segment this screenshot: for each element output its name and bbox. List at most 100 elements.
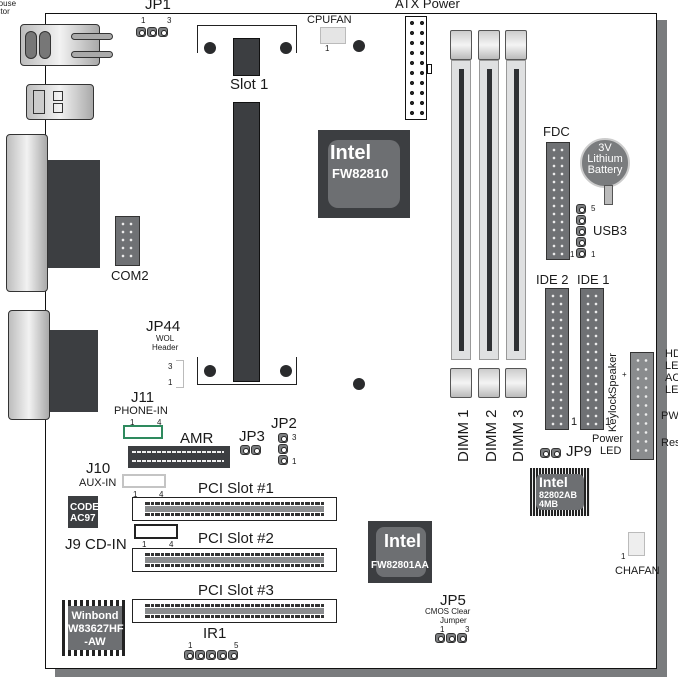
jp44-desc1: WOL bbox=[156, 334, 175, 343]
superio-line3: -AW bbox=[84, 636, 106, 648]
battery-line1: 3V bbox=[598, 142, 612, 154]
front-panel-header[interactable] bbox=[630, 352, 654, 460]
pci-slot-2[interactable] bbox=[132, 548, 337, 572]
jp44-desc2: Header bbox=[152, 343, 179, 352]
ide1-connector[interactable] bbox=[580, 288, 604, 430]
keylock-label: Keylock bbox=[607, 393, 619, 432]
jp2-label: JP2 bbox=[271, 415, 297, 432]
hdd-led-label: HD bbox=[665, 348, 678, 360]
board-shadow-right bbox=[657, 20, 667, 677]
j11-label: J11 bbox=[131, 389, 155, 406]
ir1-pin-first: 1 bbox=[188, 641, 193, 650]
jp2-pin-first: 1 bbox=[292, 457, 297, 466]
jp9-label: JP9 bbox=[566, 443, 592, 460]
jp44-label: JP44 bbox=[146, 318, 181, 335]
dimm3-label: DIMM 3 bbox=[510, 409, 527, 463]
board-shadow-bottom bbox=[55, 669, 667, 677]
pci-slot-1[interactable] bbox=[132, 497, 337, 521]
cpufan-connector[interactable] bbox=[320, 27, 346, 44]
chafan-connector[interactable] bbox=[628, 532, 645, 556]
battery-line3: Battery bbox=[587, 164, 623, 176]
firmware-brand: Intel bbox=[539, 474, 568, 490]
dimm1-latch-top bbox=[450, 30, 472, 60]
fdc-label: FDC bbox=[543, 124, 570, 139]
power-led-label-1: Power bbox=[592, 433, 624, 445]
dimm3-slot[interactable] bbox=[506, 60, 526, 360]
ide2-label: IDE 2 bbox=[536, 272, 569, 287]
ide1-pin-first: 1 bbox=[605, 416, 612, 428]
j10-desc: AUX-IN bbox=[79, 477, 117, 489]
ide2-connector[interactable] bbox=[545, 288, 569, 430]
hdd-led-label-2: LE bbox=[665, 360, 678, 372]
ir1-pin-last: 5 bbox=[234, 641, 239, 650]
cpufan-pin-first: 1 bbox=[325, 44, 330, 53]
ide1-label: IDE 1 bbox=[577, 272, 610, 287]
atx-power-latch bbox=[427, 64, 432, 74]
jp44-pin-first: 1 bbox=[168, 378, 173, 387]
southbridge-brand: Intel bbox=[384, 531, 422, 551]
slot1-frame bbox=[197, 25, 297, 385]
dimm1-label: DIMM 1 bbox=[455, 409, 472, 463]
amr-slot[interactable] bbox=[128, 446, 230, 468]
atx-power-connector[interactable] bbox=[405, 16, 427, 120]
jp5-pin-last: 3 bbox=[465, 625, 470, 634]
mounting-hole bbox=[353, 378, 365, 390]
fdc-connector[interactable] bbox=[546, 142, 570, 260]
serial-parallel-port bbox=[6, 134, 48, 292]
game-audio-port bbox=[8, 310, 50, 420]
cpufan-label: CPUFAN bbox=[307, 14, 352, 26]
dimm2-latch-top bbox=[478, 30, 500, 60]
com2-connector[interactable] bbox=[115, 216, 140, 266]
jp44-header[interactable] bbox=[176, 360, 184, 388]
battery-line2: Lithium bbox=[587, 153, 623, 165]
ps2-port bbox=[20, 24, 113, 66]
cmos-battery: 3V Lithium Battery bbox=[580, 138, 630, 188]
ir1-label: IR1 bbox=[203, 625, 227, 642]
superio-line2: W83627HF bbox=[68, 623, 124, 635]
fdc-pin-first: 1 bbox=[570, 250, 575, 259]
pci-slot-1-label: PCI Slot #1 bbox=[198, 480, 274, 497]
j10-pin-first: 1 bbox=[133, 490, 138, 499]
serial-parallel-port-body bbox=[48, 160, 100, 268]
firmware-model: 82802AB bbox=[539, 490, 578, 500]
usb3-pin-first: 1 bbox=[591, 250, 596, 259]
jp1-label: JP1 bbox=[145, 0, 171, 13]
pci-slot-3[interactable] bbox=[132, 599, 337, 623]
pci-slot-2-label: PCI Slot #2 bbox=[198, 530, 274, 547]
northbridge-model: FW82810 bbox=[332, 166, 389, 181]
pci-slot-3-label: PCI Slot #3 bbox=[198, 582, 274, 599]
j11-phone-in-connector[interactable] bbox=[123, 425, 163, 439]
ide2-pin-first: 1 bbox=[571, 416, 578, 428]
j9-pin-first: 1 bbox=[142, 540, 147, 549]
jp5-desc2: Jumper bbox=[440, 616, 467, 625]
jp5-label: JP5 bbox=[440, 592, 466, 609]
slot1-label: Slot 1 bbox=[230, 76, 269, 93]
reset-label: Res bbox=[661, 437, 678, 449]
j9-cd-in-connector[interactable] bbox=[134, 524, 178, 539]
j9-label: J9 CD-IN bbox=[65, 536, 127, 553]
j11-desc: PHONE-IN bbox=[114, 405, 168, 417]
dimm1-latch-bottom bbox=[450, 368, 472, 398]
usb3-label: USB3 bbox=[593, 223, 627, 238]
j10-aux-in-connector[interactable] bbox=[122, 474, 166, 488]
southbridge-model: FW82801AA bbox=[371, 560, 429, 571]
atx-power-label: ATX Power bbox=[395, 0, 460, 11]
speaker-label: Speaker bbox=[607, 353, 619, 394]
dimm2-slot[interactable] bbox=[479, 60, 499, 360]
superio-chip: Winbond W83627HF -AW bbox=[68, 606, 124, 650]
acpi-led-label: AC bbox=[665, 372, 678, 384]
dimm1-slot[interactable] bbox=[451, 60, 471, 360]
j10-pin-last: 4 bbox=[159, 490, 164, 499]
mouse-connector-label: Mouseector bbox=[0, 0, 17, 16]
dimm3-latch-top bbox=[505, 30, 527, 60]
pwr-label: PW bbox=[661, 410, 678, 422]
slot1-connector[interactable] bbox=[233, 102, 260, 382]
codec-line2: AC97 bbox=[70, 513, 96, 524]
j10-label: J10 bbox=[86, 460, 111, 477]
firmware-hub-chip: Intel 82802AB 4MB bbox=[536, 474, 584, 510]
codec-chip: CODEC AC97 bbox=[68, 496, 106, 528]
dimm2-latch-bottom bbox=[478, 368, 500, 398]
mounting-hole bbox=[353, 40, 365, 52]
slot1-connector-top[interactable] bbox=[233, 38, 260, 76]
speaker-plus: + bbox=[622, 370, 627, 379]
